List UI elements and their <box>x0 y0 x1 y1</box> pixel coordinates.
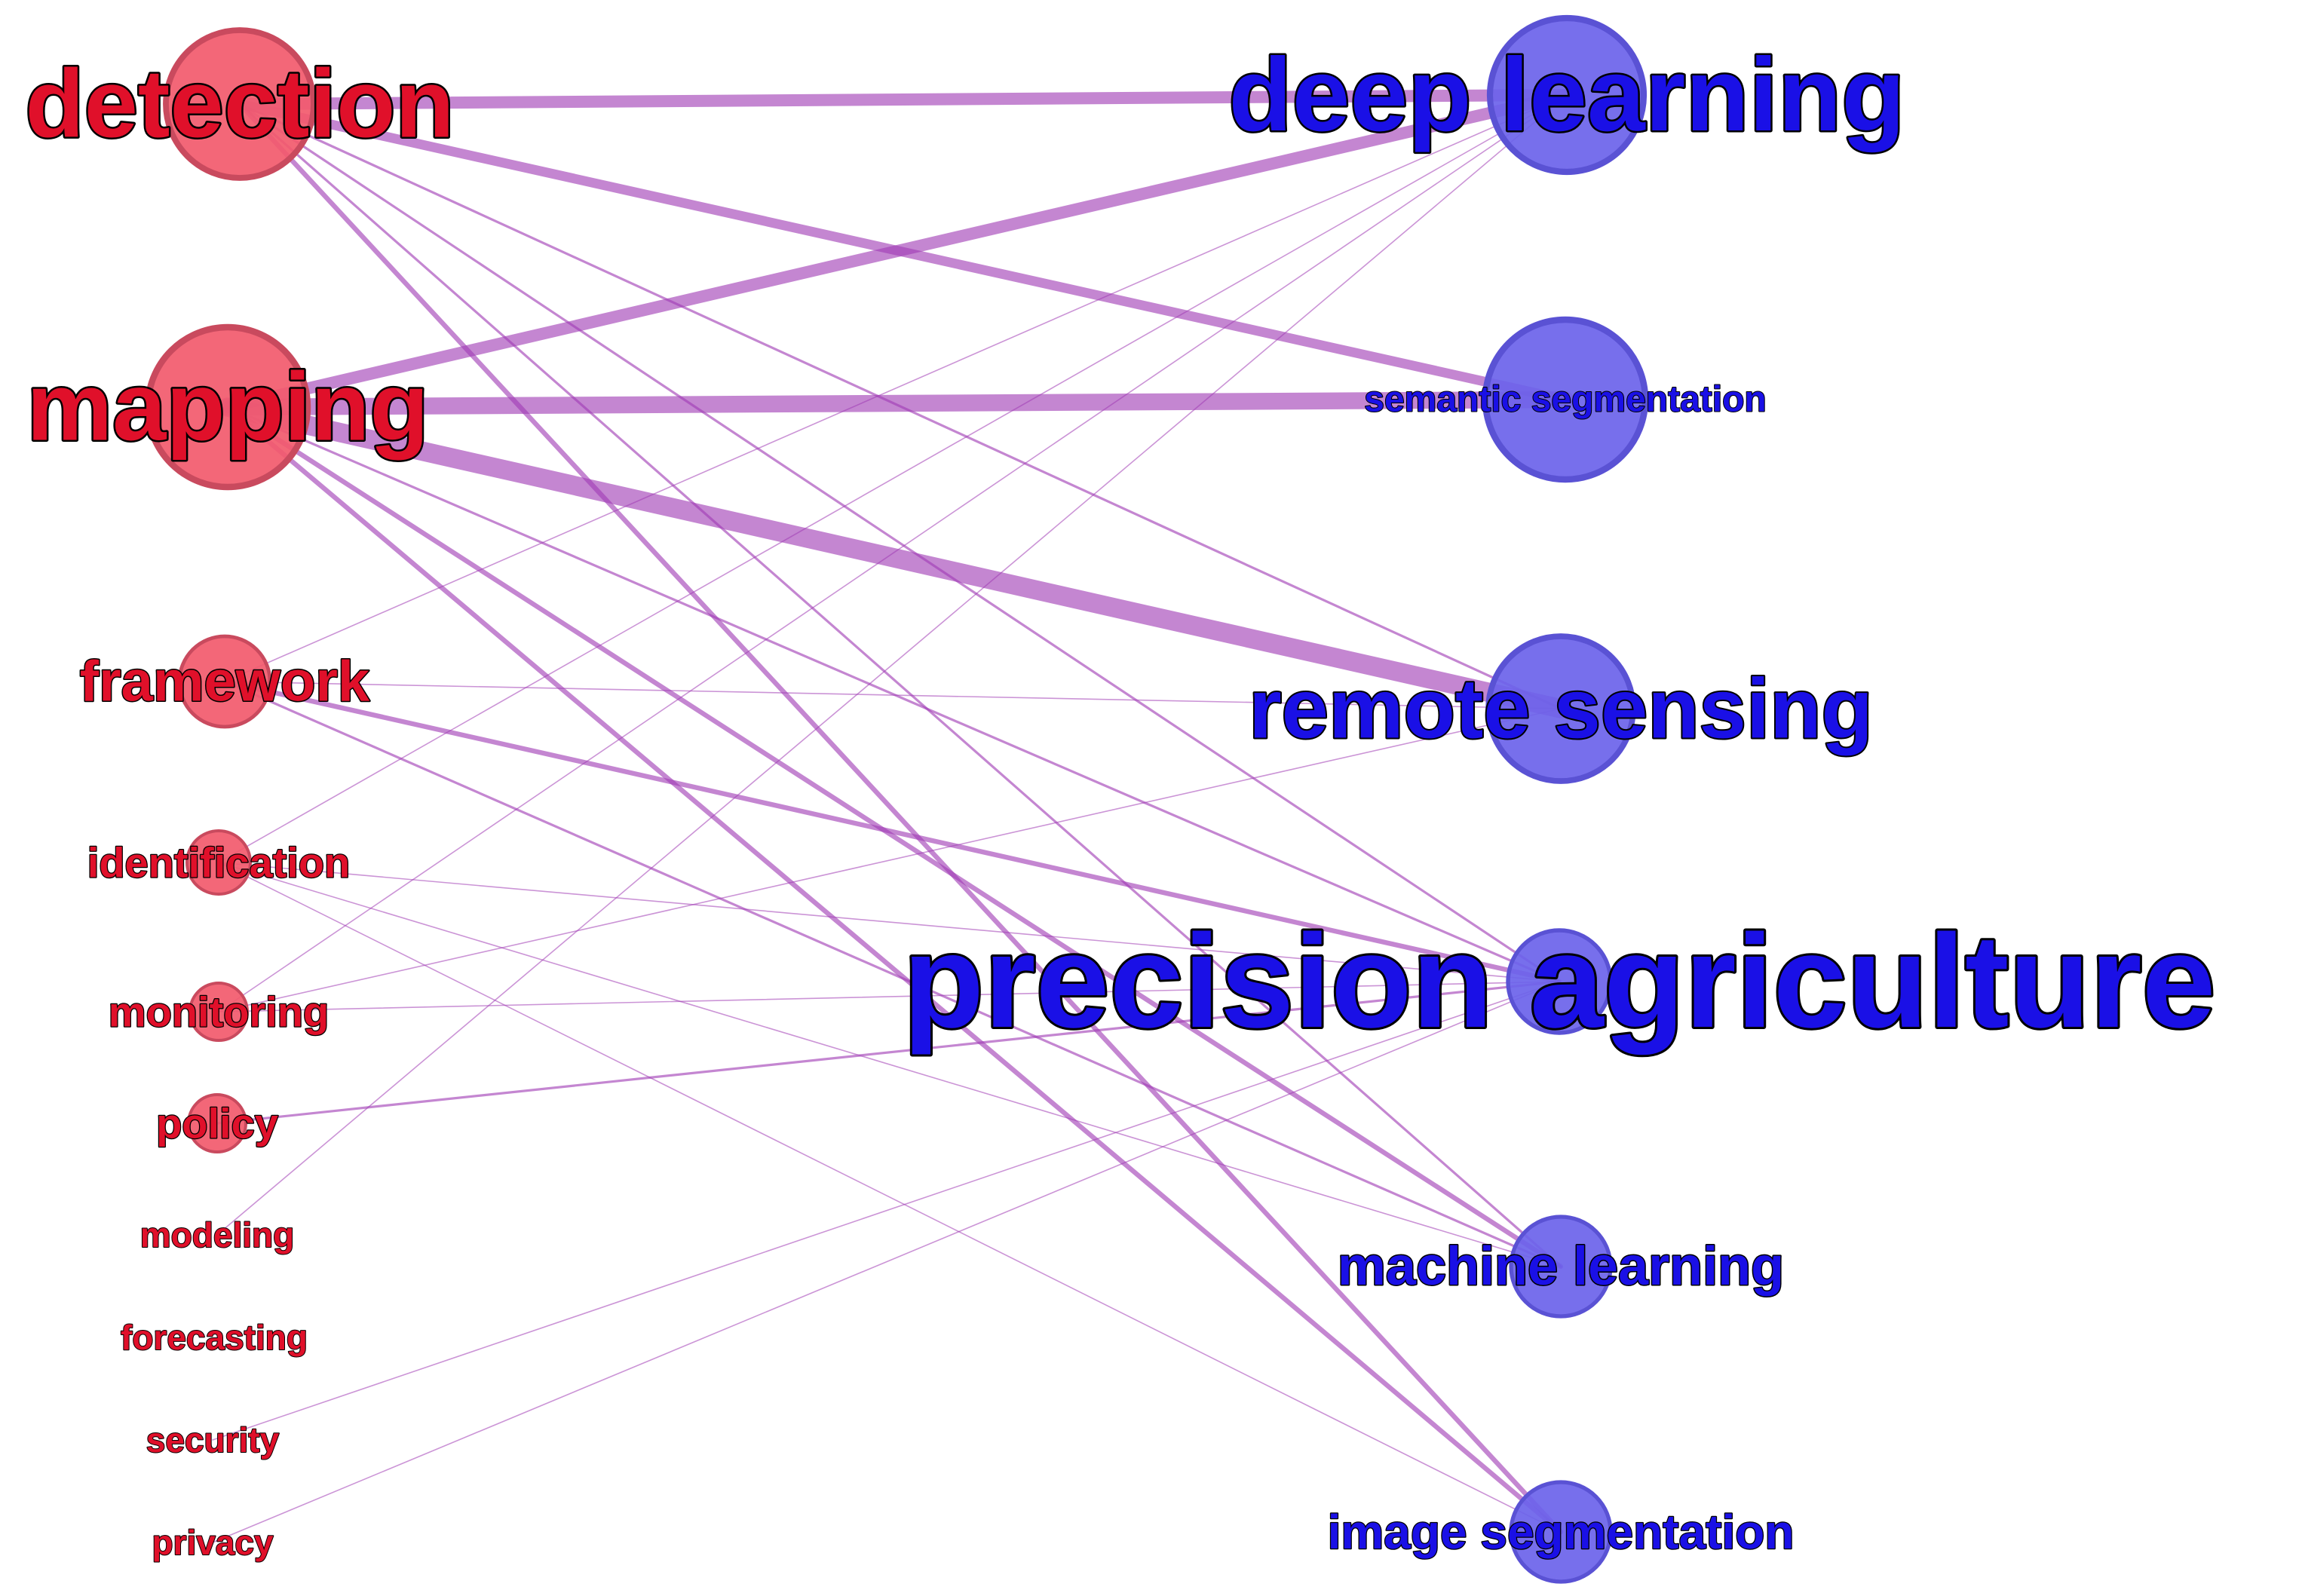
edge-identification-deep-learning <box>218 94 1568 863</box>
label-policy: policy <box>156 1100 278 1147</box>
nodes-layer <box>144 14 1649 1584</box>
edge-mapping-image-segmentation <box>225 404 1564 1535</box>
node-deep-learning[interactable] <box>1486 14 1648 176</box>
edge-modeling-deep-learning <box>216 94 1568 1236</box>
edge-privacy-precision-agriculture <box>212 981 1560 1543</box>
edge-detection-deep-learning <box>234 89 1573 110</box>
edge-mapping-precision-agriculture <box>226 406 1561 983</box>
labels-layer: detection mapping framework identification m… <box>23 35 2218 1564</box>
node-detection[interactable] <box>163 27 317 181</box>
edge-detection-image-segmentation <box>237 101 1564 1535</box>
edges-layer <box>212 89 1574 1543</box>
node-policy[interactable] <box>187 1093 247 1153</box>
label-modeling: modeling <box>140 1215 294 1254</box>
edge-identification-image-segmentation <box>218 862 1562 1533</box>
node-semantic-segmentation[interactable] <box>1482 316 1649 483</box>
edge-mapping-deep-learning <box>222 89 1573 413</box>
edge-security-precision-agriculture <box>212 981 1560 1441</box>
label-mapping: mapping <box>26 354 428 461</box>
label-monitoring: monitoring <box>109 988 329 1036</box>
node-remote-sensing[interactable] <box>1485 633 1636 784</box>
edge-monitoring-remote-sensing <box>218 708 1562 1012</box>
edge-detection-precision-agriculture <box>238 103 1561 983</box>
edge-identification-machine-learning <box>218 862 1562 1267</box>
label-security: security <box>146 1420 280 1460</box>
node-identification[interactable] <box>185 829 252 896</box>
edge-framework-deep-learning <box>224 94 1568 682</box>
edge-policy-precision-agriculture <box>216 980 1561 1125</box>
edge-monitoring-precision-agriculture <box>218 981 1560 1012</box>
node-machine-learning[interactable] <box>1509 1215 1613 1319</box>
label-forecasting: forecasting <box>121 1318 308 1357</box>
label-detection: detection <box>26 51 455 158</box>
edge-mapping-semantic-segmentation <box>219 391 1574 416</box>
label-remote-sensing: remote sensing <box>1249 662 1873 756</box>
label-precision-agriculture: precision agriculture <box>903 908 2216 1055</box>
label-framework: framework <box>80 650 370 714</box>
node-precision-agriculture[interactable] <box>1506 928 1613 1035</box>
edge-monitoring-deep-learning <box>218 94 1568 1012</box>
node-framework[interactable] <box>177 634 272 729</box>
label-semantic-segmentation: semantic segmentation <box>1364 380 1766 420</box>
edge-framework-machine-learning <box>223 680 1562 1268</box>
label-identification: identification <box>87 839 350 887</box>
edge-framework-precision-agriculture <box>222 679 1562 985</box>
label-privacy: privacy <box>152 1523 274 1562</box>
node-mapping[interactable] <box>144 323 311 491</box>
edge-identification-precision-agriculture <box>218 862 1560 982</box>
edge-mapping-remote-sensing <box>218 397 1571 718</box>
label-machine-learning: machine learning <box>1338 1236 1784 1297</box>
label-image-segmentation: image segmentation <box>1328 1505 1795 1559</box>
edge-framework-remote-sensing <box>224 681 1562 709</box>
node-monitoring[interactable] <box>189 982 249 1042</box>
label-deep-learning: deep learning <box>1228 37 1905 153</box>
node-image-segmentation[interactable] <box>1509 1480 1613 1584</box>
edge-mapping-machine-learning <box>225 404 1564 1270</box>
